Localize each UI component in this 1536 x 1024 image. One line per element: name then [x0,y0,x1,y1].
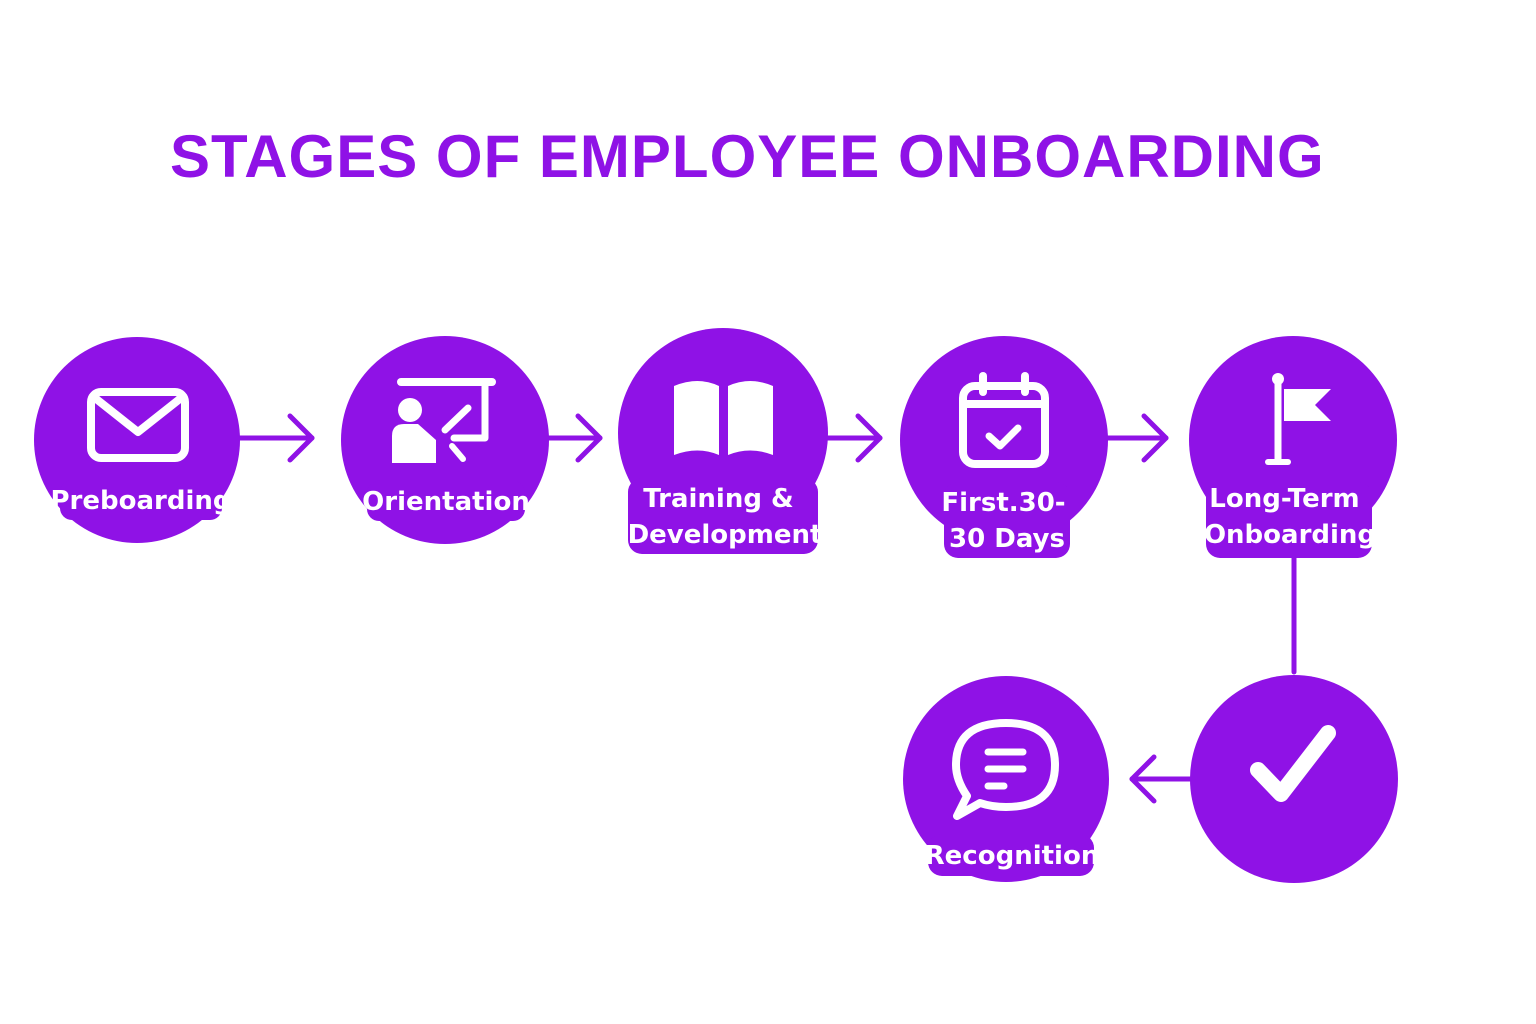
stage-label: Training & Development [628,484,823,550]
presentation-board-icon [392,378,496,463]
label-pill [1206,482,1372,558]
connector-3-4 [823,413,883,463]
label-pill [367,481,525,521]
stage-preboarding: Preboarding [34,337,240,543]
stage-first-days: First.30- 30 Days [900,336,1108,558]
stage-long-term: Long-Term Onboarding [1189,336,1397,558]
connector-6-7 [1129,754,1193,804]
envelope-icon [87,388,189,462]
stage-orientation: Orientation [341,336,549,544]
open-book-icon [674,381,773,455]
stage-label: Long-Term Onboarding [1204,484,1376,550]
connector-1-2 [237,413,315,463]
flag-icon [1265,373,1331,465]
stage-label: Recognition [925,841,1100,871]
stage-circle [903,676,1109,882]
page-title: STAGES OF EMPLOYEE ONBOARDING [170,123,1325,190]
stage-label: Preboarding [51,486,232,516]
label-pill [628,478,818,554]
stage-completion [1190,675,1398,883]
stage-recognition: Recognition [903,676,1109,882]
checkmark-icon [1250,725,1336,802]
label-pill [928,834,1094,876]
label-pill [944,482,1070,558]
calendar-check-icon [959,372,1049,468]
chat-bubble-icon [952,719,1059,820]
stage-training: Training & Development [618,328,828,554]
connector-4-5 [1105,413,1169,463]
stage-label: First.30- 30 Days [941,488,1074,554]
label-pill [60,480,222,520]
connector-2-3 [545,413,603,463]
stage-label: Orientation [362,487,530,517]
